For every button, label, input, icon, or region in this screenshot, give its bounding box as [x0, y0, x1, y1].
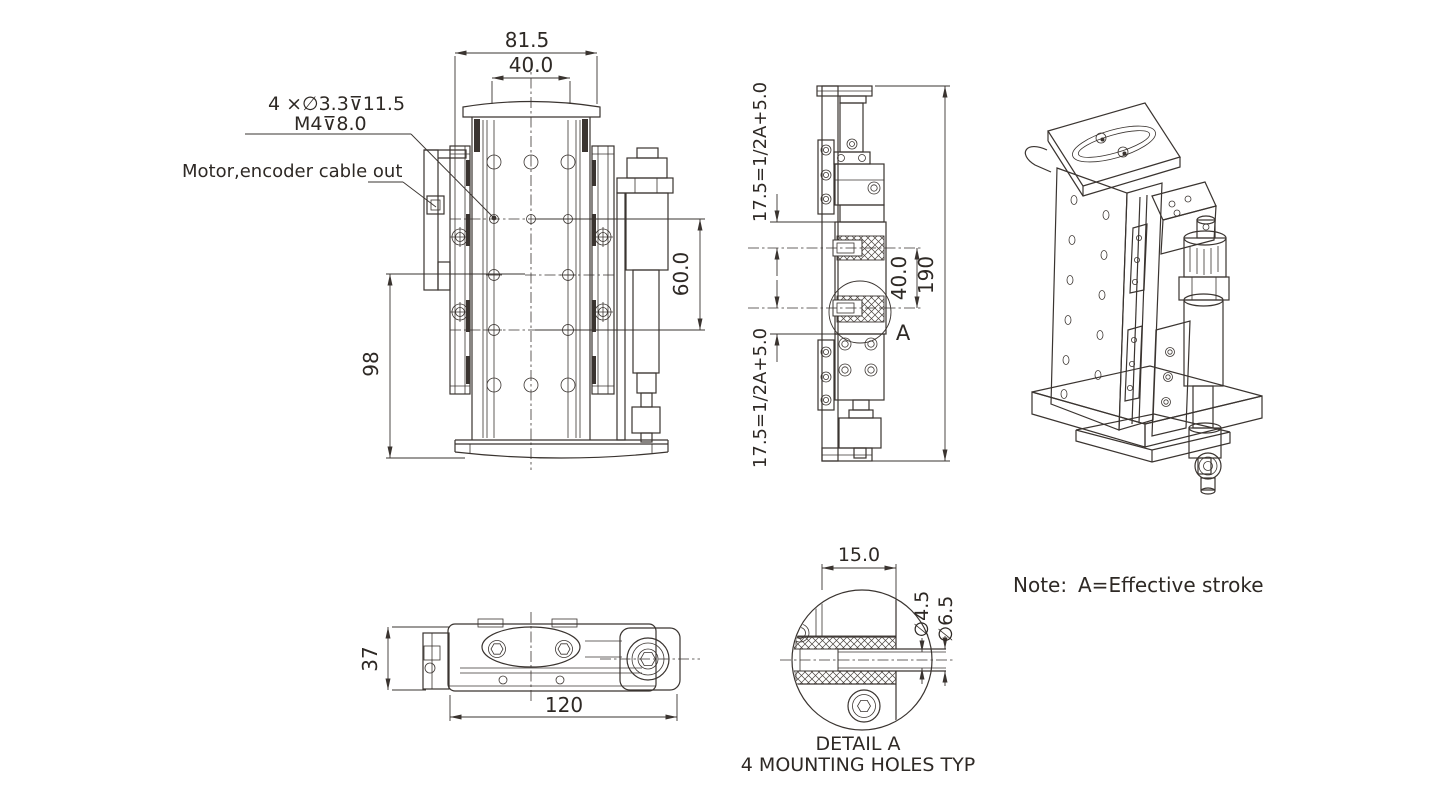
dim-depth: 37 — [358, 646, 382, 671]
top-dimensions: 37 120 — [358, 626, 678, 721]
detail-content — [793, 591, 897, 729]
detail-subtitle: 4 MOUNTING HOLES TYP — [741, 754, 975, 776]
front-body — [423, 58, 674, 470]
note-text: A=Effective stroke — [1078, 573, 1264, 597]
detail-a-label: A — [896, 321, 911, 345]
callout-holes: 4 ×∅3.3⊽11.5 — [268, 93, 405, 115]
front-dimensions: 81.5 40.0 60.0 98 — [359, 28, 705, 459]
isometric-view — [1024, 102, 1263, 495]
leader-dot — [491, 215, 497, 221]
dim-pitch: 15.0 — [838, 544, 880, 566]
detail-a-view: 15.0 ∅4.5 ∅6.5 DETAIL A 4 MOUNTING HOLES… — [741, 544, 975, 776]
dim-total-height: 190 — [914, 256, 938, 294]
callout-thread: M4⊽8.0 — [294, 113, 367, 135]
side-dimensions: 17.5=1/2A+5.0 17.5=1/2A+5.0 40.0 190 A — [748, 82, 950, 468]
top-body — [422, 612, 700, 702]
dim-height-body: 98 — [359, 351, 383, 376]
detail-dimensions: 15.0 ∅4.5 ∅6.5 — [821, 544, 957, 686]
front-base — [454, 439, 669, 459]
label-cable-out: Motor,encoder cable out — [182, 161, 402, 182]
hex-screw — [488, 640, 573, 658]
rail-screw — [593, 227, 613, 322]
dim-dia-inner: ∅4.5 — [911, 591, 933, 638]
note: Note: A=Effective stroke — [1013, 573, 1264, 597]
detail-circle — [828, 280, 892, 344]
front-view: 81.5 40.0 60.0 98 4 ×∅3.3⊽11.5 M4⊽8.0 Mo… — [182, 28, 705, 470]
dim-dia-outer: ∅6.5 — [935, 596, 957, 643]
micrometer-front — [616, 147, 674, 443]
note-label: Note: — [1013, 573, 1067, 597]
dim-width-inner: 40.0 — [509, 53, 554, 77]
top-view: 37 120 — [358, 612, 700, 721]
dim-width-outer: 81.5 — [505, 28, 550, 52]
side-body — [816, 85, 887, 462]
dim-length: 120 — [545, 693, 583, 717]
rail-screw — [450, 227, 470, 322]
handle-loop — [1024, 145, 1052, 173]
cable-bracket — [423, 149, 467, 291]
iso-base — [1031, 365, 1263, 495]
dim-center-height: 60.0 — [669, 252, 693, 297]
detail-title: DETAIL A — [816, 733, 901, 755]
front-callouts: 4 ×∅3.3⊽11.5 M4⊽8.0 Motor,encoder cable … — [182, 93, 497, 221]
dim-hole-spacing: 40.0 — [887, 256, 911, 301]
dim-offset-top: 17.5=1/2A+5.0 — [750, 82, 771, 222]
micrometer-iso — [1178, 215, 1230, 475]
side-view: 17.5=1/2A+5.0 17.5=1/2A+5.0 40.0 190 A — [748, 82, 950, 468]
iso-holes — [1060, 195, 1110, 399]
dim-offset-bottom: 17.5=1/2A+5.0 — [750, 328, 771, 468]
